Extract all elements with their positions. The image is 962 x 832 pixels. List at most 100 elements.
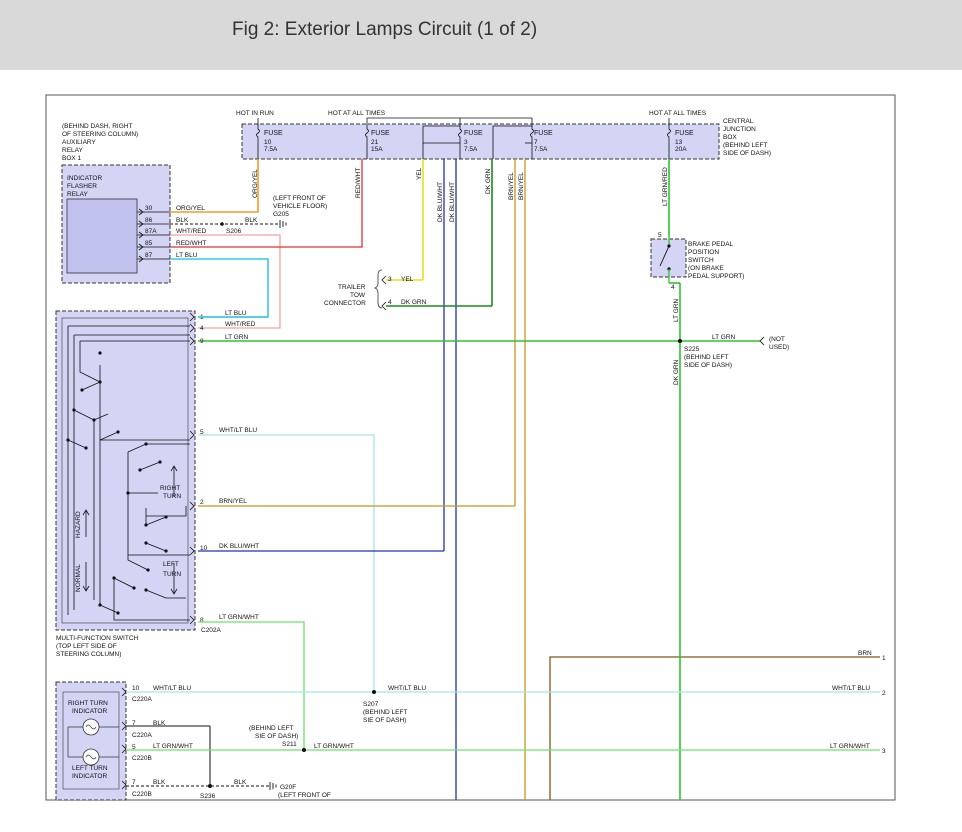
svg-text:7.5A: 7.5A [464,146,478,153]
svg-text:10: 10 [200,545,208,552]
lt-grn-label: LT GRN [673,298,680,322]
svg-text:WHT/RED: WHT/RED [225,321,256,328]
svg-text:4: 4 [388,299,392,306]
hot-at-all-times-label-2: HOT AT ALL TIMES [649,110,707,117]
svg-text:RED/WHT: RED/WHT [355,168,362,198]
svg-text:10: 10 [264,139,272,146]
svg-text:G20F: G20F [280,784,296,791]
svg-text:FUSE: FUSE [534,130,553,137]
svg-text:LT GRN/WHT: LT GRN/WHT [830,743,870,750]
svg-text:(LEFT FRONT OF: (LEFT FRONT OF [273,195,326,202]
svg-text:BLK: BLK [234,779,247,786]
svg-text:STEERING COLUMN): STEERING COLUMN) [56,651,121,658]
svg-text:(BEHIND LEFT: (BEHIND LEFT [723,142,767,149]
svg-text:LT GRN: LT GRN [225,334,249,341]
junction-vertical-wires [386,159,880,800]
svg-text:G205: G205 [273,211,289,218]
svg-text:2: 2 [882,690,886,697]
svg-text:JUNCTION: JUNCTION [723,126,756,133]
svg-text:1: 1 [882,655,886,662]
central-junction-box: HOT IN RUN HOT AT ALL TIMES HOT AT ALL T… [236,110,771,160]
svg-text:BLK: BLK [153,779,166,786]
svg-text:FUSE: FUSE [264,130,283,137]
svg-text:BRN: BRN [858,650,872,657]
svg-text:4: 4 [671,284,675,291]
dk-grn-label: DK GRN [673,359,680,385]
svg-text:FUSE: FUSE [371,130,390,137]
svg-text:87: 87 [145,252,153,259]
svg-text:OF STEERING COLUMN): OF STEERING COLUMN) [62,131,138,138]
svg-text:VEHICLE FLOOR): VEHICLE FLOOR) [273,203,327,210]
svg-text:RIGHT TURN: RIGHT TURN [68,700,108,707]
svg-text:7: 7 [132,720,136,727]
svg-text:BOX 1: BOX 1 [62,155,82,162]
svg-text:87A: 87A [145,228,157,235]
svg-text:15A: 15A [371,146,383,153]
svg-text:INDICATOR: INDICATOR [72,708,107,715]
svg-text:(BEHIND LEFT: (BEHIND LEFT [363,709,407,716]
svg-text:FUSE: FUSE [675,130,694,137]
svg-text:WHT/RED: WHT/RED [176,228,207,235]
svg-text:MULTI-FUNCTION SWITCH: MULTI-FUNCTION SWITCH [56,635,139,642]
fuse-7: FUSE 7 7.5A [492,125,553,159]
svg-text:7.5A: 7.5A [264,146,278,153]
svg-text:HAZARD: HAZARD [75,511,82,538]
svg-text:BRN/YEL: BRN/YEL [219,498,247,505]
svg-text:YEL: YEL [401,276,414,283]
svg-text:(NOT: (NOT [769,336,785,343]
svg-text:RELAY: RELAY [67,191,88,198]
svg-text:DK BLU/WHT: DK BLU/WHT [219,543,259,550]
right-turn-bulb-icon [82,718,100,736]
svg-text:LT BLU: LT BLU [225,310,247,317]
svg-text:C220A: C220A [132,732,153,739]
svg-text:S225: S225 [684,346,700,353]
svg-text:86: 86 [145,217,153,224]
svg-text:FUSE: FUSE [464,130,483,137]
svg-text:INDICATOR: INDICATOR [67,175,102,182]
svg-text:LT GRN/WHT: LT GRN/WHT [153,743,193,750]
svg-text:LT GRN: LT GRN [712,334,736,341]
svg-text:SWITCH: SWITCH [688,257,714,264]
svg-text:WHT/LT BLU: WHT/LT BLU [219,427,257,434]
left-turn-bulb-icon [82,748,100,766]
splice-s225: LT GRN (NOT USED) S225 (BEHIND LEFT SIDE… [198,334,789,369]
svg-text:WHT/LT BLU: WHT/LT BLU [388,685,426,692]
svg-text:(BEHIND LEFT: (BEHIND LEFT [249,725,293,732]
svg-text:7.5A: 7.5A [534,146,548,153]
svg-text:7: 7 [132,779,136,786]
svg-text:NORMAL: NORMAL [75,564,82,592]
svg-text:BRN/YEL: BRN/YEL [508,172,515,200]
svg-text:S211: S211 [282,741,297,748]
fuse-3: FUSE 3 7.5A [422,125,483,159]
svg-text:(TOP LEFT SIDE OF: (TOP LEFT SIDE OF [56,643,117,650]
svg-text:3: 3 [388,276,392,283]
svg-text:DK BLU/WHT: DK BLU/WHT [437,182,444,222]
svg-text:TRAILER: TRAILER [338,284,366,291]
svg-text:LT GRN/WHT: LT GRN/WHT [314,743,354,750]
svg-text:FLASHER: FLASHER [67,183,97,190]
svg-text:ORG/YEL: ORG/YEL [176,205,205,212]
svg-text:TURN: TURN [163,571,181,578]
splice-s211: LT GRN/WHT (BEHIND LEFT SIE OF DASH) S21… [249,725,354,752]
brake-pedal-switch: 5 4 BRAKE PEDAL POSITION SWITCH (ON BRAK… [650,232,744,291]
ground-g205: BLK S206 (LEFT FRONT OF VEHICLE FLOOR) G… [220,195,327,235]
svg-text:4: 4 [200,325,204,332]
svg-text:5: 5 [200,429,204,436]
vertical-wire-labels: ORG/YEL RED/WHT YEL DK BLU/WHT DK BLU/WH… [252,167,669,222]
svg-text:DK GRN: DK GRN [485,168,492,194]
diagram-frame [45,94,896,801]
hot-at-all-times-label-1: HOT AT ALL TIMES [328,110,386,117]
svg-text:RELAY: RELAY [62,147,83,154]
svg-text:5: 5 [658,232,662,239]
svg-text:5: 5 [132,744,136,751]
svg-text:PEDAL SUPPORT): PEDAL SUPPORT) [688,273,744,280]
svg-text:SIE OF DASH): SIE OF DASH) [255,733,298,740]
svg-text:BOX: BOX [723,134,737,141]
svg-text:C220B: C220B [132,755,152,762]
mfs-wires: LT BLU WHT/RED LT GRN WHT/LT BLU BRN/YEL… [198,310,515,750]
svg-text:3: 3 [882,748,886,755]
svg-text:3: 3 [464,139,468,146]
svg-text:BRAKE PEDAL: BRAKE PEDAL [688,241,734,248]
indicator-wires: WHT/LT BLU BLK LT GRN/WHT BLK [126,685,880,787]
svg-text:DK BLU/WHT: DK BLU/WHT [449,182,456,222]
